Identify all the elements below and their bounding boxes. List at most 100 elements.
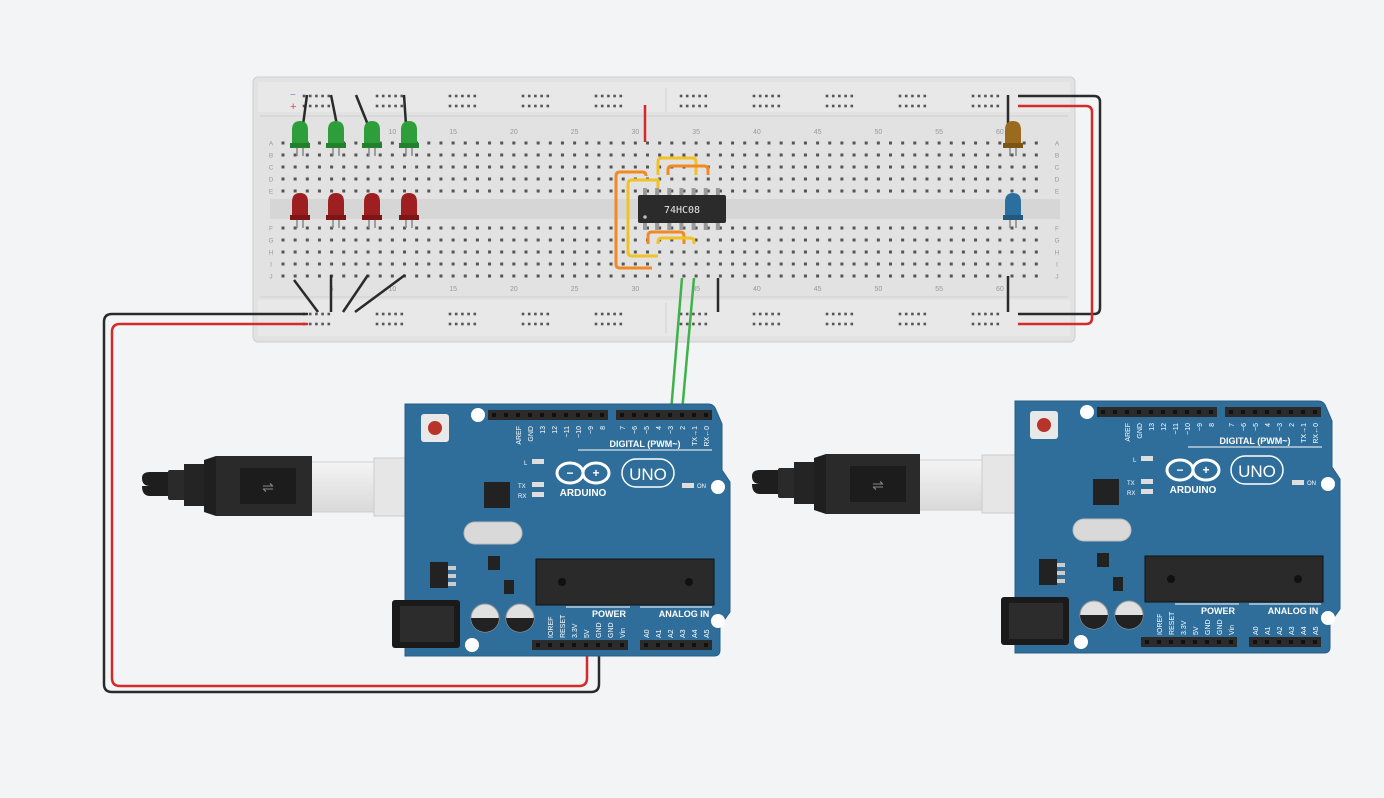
- breadboard-hole[interactable]: [573, 165, 577, 169]
- breadboard-hole[interactable]: [305, 226, 309, 230]
- breadboard-hole[interactable]: [646, 189, 649, 193]
- breadboard-hole[interactable]: [609, 274, 613, 278]
- breadboard-hole[interactable]: [281, 262, 285, 266]
- breadboard-hole[interactable]: [317, 177, 321, 181]
- breadboard-hole[interactable]: [743, 141, 747, 145]
- breadboard-hole[interactable]: [488, 153, 492, 157]
- rail-hole[interactable]: [752, 94, 756, 98]
- rail-hole[interactable]: [302, 104, 306, 108]
- header-socket[interactable]: [1265, 410, 1269, 414]
- breadboard-hole[interactable]: [427, 250, 431, 254]
- breadboard-hole[interactable]: [500, 141, 504, 145]
- breadboard-hole[interactable]: [366, 177, 370, 181]
- breadboard-hole[interactable]: [986, 238, 990, 242]
- breadboard-hole[interactable]: [415, 189, 419, 193]
- breadboard-hole[interactable]: [828, 189, 832, 193]
- header-socket[interactable]: [552, 413, 556, 417]
- breadboard-hole[interactable]: [961, 189, 965, 193]
- breadboard-hole[interactable]: [925, 274, 929, 278]
- breadboard-hole[interactable]: [998, 262, 1002, 266]
- breadboard-hole[interactable]: [864, 262, 868, 266]
- breadboard-hole[interactable]: [767, 177, 771, 181]
- header-socket[interactable]: [1145, 640, 1149, 644]
- header-socket[interactable]: [1277, 410, 1281, 414]
- rail-hole[interactable]: [917, 312, 920, 316]
- header-socket[interactable]: [1229, 640, 1233, 644]
- breadboard-hole[interactable]: [986, 189, 990, 193]
- breadboard-hole[interactable]: [876, 226, 880, 230]
- breadboard-hole[interactable]: [913, 153, 917, 157]
- breadboard-hole[interactable]: [536, 238, 540, 242]
- breadboard-hole[interactable]: [281, 250, 285, 254]
- breadboard-hole[interactable]: [961, 238, 965, 242]
- breadboard-hole[interactable]: [427, 165, 431, 169]
- breadboard-hole[interactable]: [439, 177, 443, 181]
- breadboard-hole[interactable]: [378, 177, 382, 181]
- breadboard-hole[interactable]: [415, 238, 419, 242]
- rail-hole[interactable]: [546, 104, 550, 108]
- breadboard-hole[interactable]: [609, 189, 613, 193]
- header-socket[interactable]: [692, 643, 696, 647]
- breadboard-hole[interactable]: [609, 153, 613, 157]
- breadboard-hole[interactable]: [427, 141, 431, 145]
- rail-hole[interactable]: [904, 104, 908, 108]
- breadboard-hole[interactable]: [901, 238, 905, 242]
- breadboard-hole[interactable]: [658, 274, 662, 278]
- breadboard-hole[interactable]: [937, 165, 941, 169]
- rail-hole[interactable]: [394, 312, 397, 316]
- rail-hole[interactable]: [521, 94, 525, 98]
- rail-hole[interactable]: [984, 104, 987, 108]
- header-socket[interactable]: [588, 413, 592, 417]
- breadboard-hole[interactable]: [633, 165, 637, 169]
- breadboard-hole[interactable]: [488, 262, 492, 266]
- rail-hole[interactable]: [473, 104, 477, 108]
- breadboard-hole[interactable]: [852, 238, 856, 242]
- breadboard-hole[interactable]: [889, 274, 892, 278]
- rail-hole[interactable]: [454, 312, 458, 316]
- breadboard-hole[interactable]: [646, 250, 649, 254]
- breadboard-hole[interactable]: [949, 165, 953, 169]
- rail-hole[interactable]: [527, 94, 531, 98]
- breadboard-hole[interactable]: [889, 141, 892, 145]
- breadboard-hole[interactable]: [901, 153, 905, 157]
- breadboard-hole[interactable]: [317, 238, 321, 242]
- breadboard-hole[interactable]: [852, 250, 856, 254]
- breadboard-hole[interactable]: [803, 153, 807, 157]
- breadboard-hole[interactable]: [864, 274, 868, 278]
- breadboard-hole[interactable]: [925, 153, 929, 157]
- breadboard-hole[interactable]: [281, 226, 285, 230]
- breadboard-hole[interactable]: [512, 165, 516, 169]
- breadboard-hole[interactable]: [852, 189, 856, 193]
- breadboard-hole[interactable]: [1022, 153, 1026, 157]
- breadboard-hole[interactable]: [743, 153, 747, 157]
- breadboard-hole[interactable]: [803, 165, 807, 169]
- header-socket[interactable]: [1113, 410, 1117, 414]
- breadboard-hole[interactable]: [573, 189, 577, 193]
- breadboard-hole[interactable]: [949, 153, 953, 157]
- header-socket[interactable]: [1157, 640, 1161, 644]
- breadboard-hole[interactable]: [305, 177, 309, 181]
- breadboard-hole[interactable]: [354, 153, 358, 157]
- breadboard-hole[interactable]: [439, 226, 443, 230]
- breadboard-hole[interactable]: [791, 226, 795, 230]
- rail-hole[interactable]: [619, 94, 623, 98]
- breadboard-hole[interactable]: [755, 238, 759, 242]
- breadboard-hole[interactable]: [889, 189, 892, 193]
- breadboard-hole[interactable]: [937, 262, 941, 266]
- rail-hole[interactable]: [850, 322, 854, 326]
- header-socket[interactable]: [528, 413, 532, 417]
- breadboard-hole[interactable]: [330, 153, 334, 157]
- pin-header[interactable]: [488, 410, 608, 420]
- breadboard-hole[interactable]: [646, 141, 649, 145]
- rail-hole[interactable]: [911, 104, 914, 108]
- breadboard-hole[interactable]: [1034, 262, 1038, 266]
- breadboard-hole[interactable]: [500, 177, 504, 181]
- rail-hole[interactable]: [521, 312, 525, 316]
- rail-hole[interactable]: [990, 322, 993, 326]
- rail-hole[interactable]: [765, 104, 768, 108]
- breadboard-hole[interactable]: [463, 274, 467, 278]
- breadboard-hole[interactable]: [876, 250, 880, 254]
- rail-hole[interactable]: [321, 94, 324, 98]
- rail-hole[interactable]: [381, 94, 385, 98]
- header-socket[interactable]: [1229, 410, 1233, 414]
